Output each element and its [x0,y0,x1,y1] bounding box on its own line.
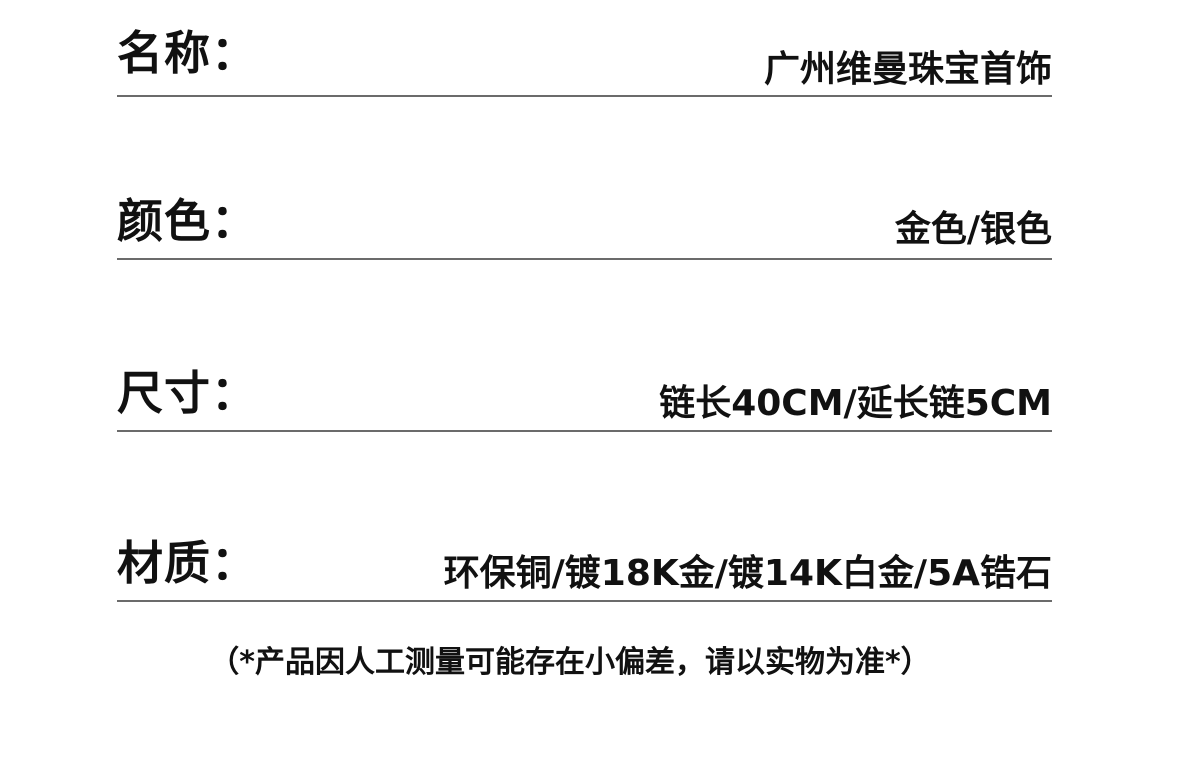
spec-label-color: 颜色： [117,194,258,248]
spec-label-size: 尺寸： [117,366,258,420]
spec-row-name: 名称： 广州维曼珠宝首饰 [117,30,1052,100]
spec-label-material: 材质： [117,536,258,590]
spec-value-name: 广州维曼珠宝首饰 [763,49,1052,90]
spec-value-material: 环保铜/镀18K金/镀14K白金/5A锆石 [443,553,1052,594]
divider-line [117,600,1052,602]
spec-value-color: 金色/银色 [894,209,1052,250]
spec-row-color: 颜色： 金色/银色 [117,198,1052,268]
divider-line [117,258,1052,260]
spec-label-name: 名称： [117,26,258,80]
divider-line [117,430,1052,432]
disclaimer-note: （*产品因人工测量可能存在小偏差，请以实物为准*） [209,645,931,680]
spec-value-size: 链长40CM/延长链5CM [659,383,1052,424]
divider-line [117,95,1052,97]
spec-row-size: 尺寸： 链长40CM/延长链5CM [117,370,1052,440]
spec-row-material: 材质： 环保铜/镀18K金/镀14K白金/5A锆石 [117,540,1052,610]
